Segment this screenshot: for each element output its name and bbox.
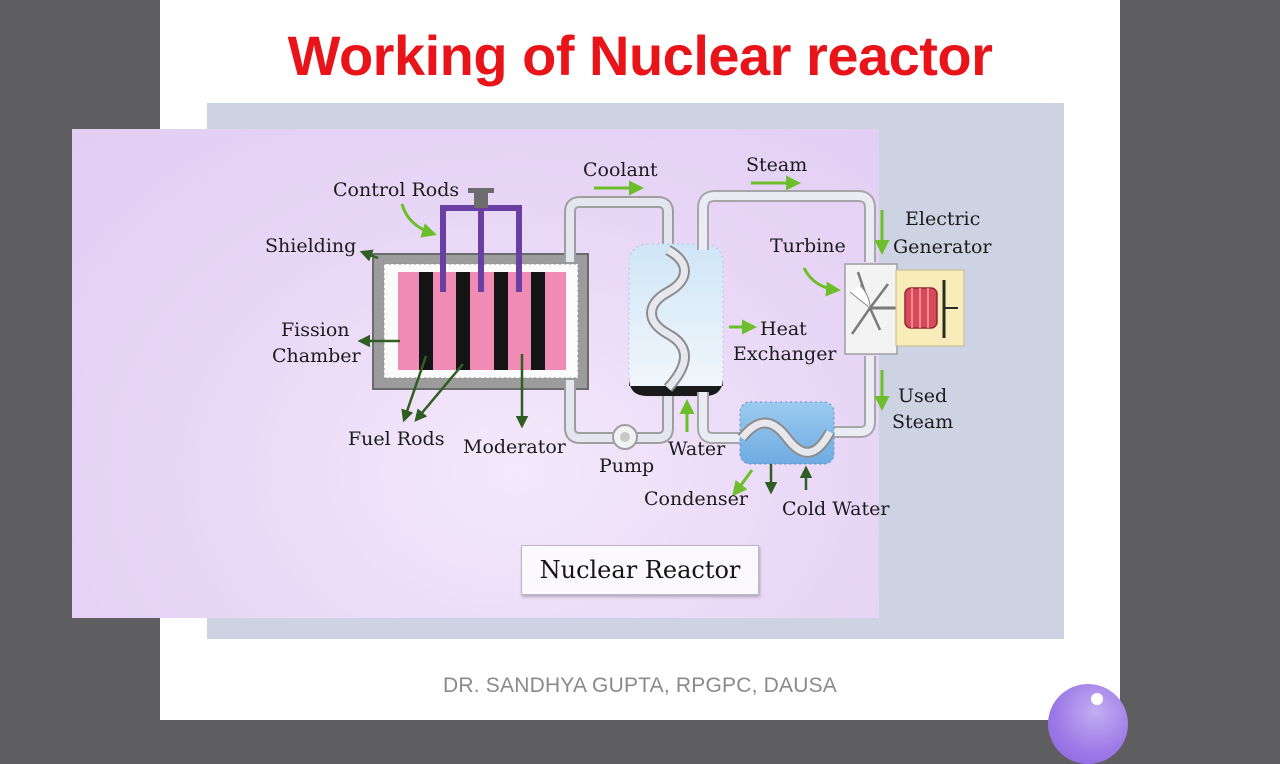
fuel-rods — [419, 272, 545, 370]
label-turbine: Turbine — [770, 235, 846, 257]
shielding-pointer — [359, 249, 379, 262]
label-fuel-rods: Fuel Rods — [348, 428, 444, 450]
label-used-steam: Steam — [892, 411, 953, 433]
fuel-rod-pointer-1 — [401, 355, 428, 423]
electric-generator — [895, 269, 965, 347]
heat-exchanger — [628, 243, 724, 397]
control-rods-pointer — [400, 203, 437, 238]
nuclear-reactor-diagram: Control Rods Shielding Fission Chamber F… — [265, 154, 992, 520]
label-condenser: Condenser — [644, 488, 749, 510]
label-used: Used — [898, 385, 947, 407]
label-heat: Heat — [760, 318, 807, 340]
label-electric: Electric — [905, 208, 980, 230]
label-chamber: Chamber — [272, 345, 362, 367]
label-fission: Fission — [281, 319, 350, 341]
slide-title: Working of Nuclear reactor — [287, 24, 993, 87]
pointer-arrows — [357, 249, 813, 495]
condenser — [737, 401, 835, 465]
label-exchanger: Exchanger — [733, 343, 837, 365]
condenser-pointer — [732, 469, 754, 497]
label-control-rods: Control Rods — [333, 179, 459, 201]
floating-action-button[interactable] — [1048, 684, 1128, 764]
diagram-caption: Nuclear Reactor — [521, 545, 759, 595]
turbine — [844, 263, 905, 355]
control-rod-handle — [474, 192, 488, 208]
slide-credit: DR. SANDHYA GUPTA, RPGPC, DAUSA — [443, 674, 837, 697]
turbine-pointer — [802, 267, 841, 297]
label-cold-water: Cold Water — [782, 498, 890, 520]
fuel-rod-pointer-2 — [414, 363, 464, 422]
steam-pipe — [697, 190, 876, 444]
label-moderator: Moderator — [463, 436, 567, 458]
touch-indicator-icon — [1091, 693, 1103, 705]
flow-arrows — [400, 175, 890, 497]
label-pump: Pump — [599, 455, 654, 477]
label-shielding: Shielding — [265, 235, 356, 257]
label-coolant: Coolant — [583, 159, 658, 181]
label-steam: Steam — [746, 154, 807, 176]
label-generator: Generator — [893, 236, 992, 258]
label-water: Water — [668, 438, 726, 460]
